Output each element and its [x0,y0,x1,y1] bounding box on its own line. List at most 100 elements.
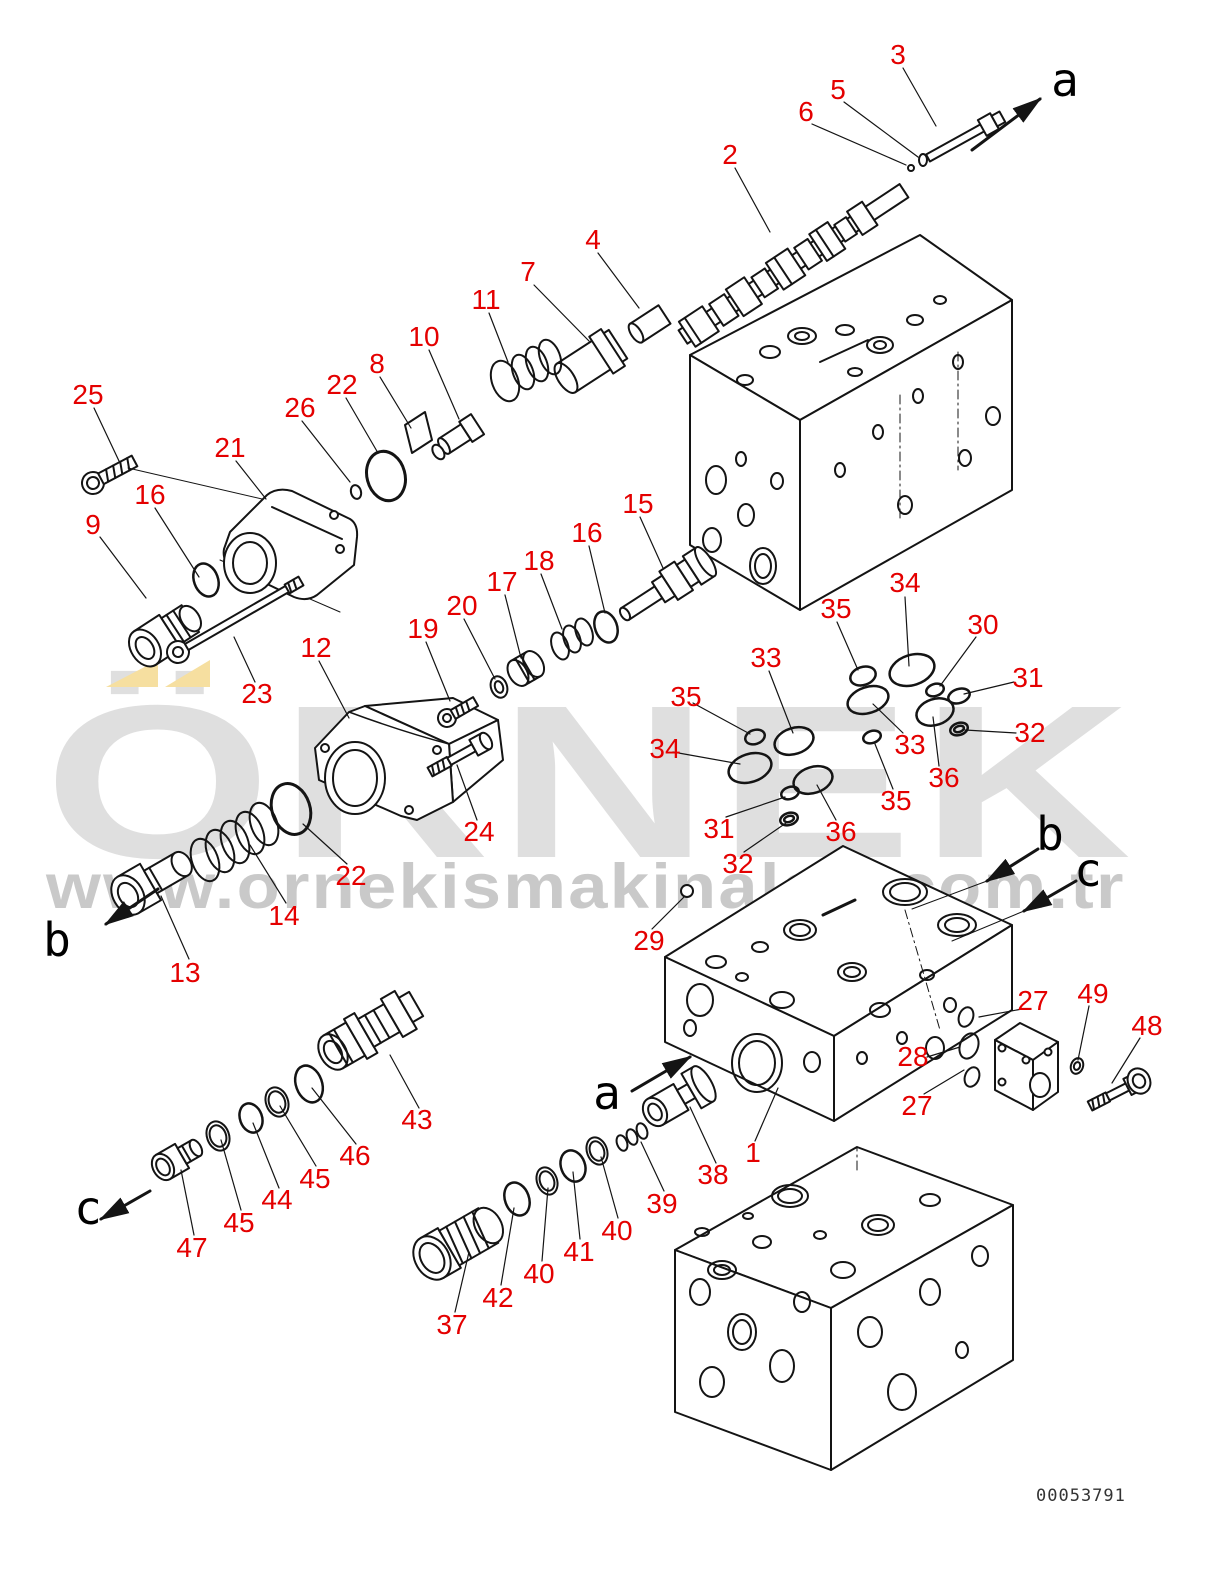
view-label-b: b [1036,807,1064,861]
callout-25: 25 [72,379,104,410]
callout-33: 33 [750,642,782,673]
callout-12: 12 [300,632,332,663]
callout-5: 5 [830,74,846,105]
callout-16: 16 [134,479,166,510]
callout-36: 36 [825,816,857,847]
callout-7: 7 [520,256,536,287]
view-label-a: a [593,1066,621,1120]
callout-6: 6 [798,96,814,127]
leader-lines [93,67,1141,1313]
view-label-c: c [1074,843,1102,897]
callout-14: 14 [268,900,300,931]
callout-34: 34 [649,733,681,764]
right-cover [994,1022,1059,1111]
part-49-washer [1069,1057,1085,1075]
part-40-washer [585,1136,609,1166]
part-38-bushing [641,1065,717,1128]
part-43-valve [317,989,425,1071]
oring-cluster [727,652,971,827]
part-16-oring [192,562,220,598]
callout-11: 11 [471,284,501,315]
part-4-piston [627,304,672,344]
part-18-spring-washers [550,617,594,661]
part-22-oring [269,782,313,836]
part-10-fitting [431,413,486,461]
part-44-oring [238,1102,264,1134]
callout-39: 39 [646,1188,678,1219]
part-14-spring [189,801,280,883]
callout-27: 27 [1017,985,1049,1016]
callout-41: 41 [563,1236,595,1267]
callout-2: 2 [722,139,738,170]
callout-23: 23 [241,678,273,709]
callout-49: 49 [1077,978,1109,1009]
view-label-b: b [43,913,71,967]
callout-19: 19 [407,613,439,644]
callout-28: 28 [897,1041,929,1072]
callout-17: 17 [486,566,518,597]
callout-20: 20 [446,590,478,621]
part-2-spool [677,183,910,348]
part-41-oring [559,1149,587,1183]
part-26-oring [349,484,363,500]
callout-38: 38 [697,1159,729,1190]
callout-3: 3 [890,39,906,70]
callout-18: 18 [523,545,555,576]
callout-37: 37 [436,1309,468,1340]
callout-10: 10 [408,321,440,352]
part-40-washer [535,1166,559,1196]
callout-35: 35 [670,681,702,712]
part-16-oring [593,610,619,644]
callout-31: 31 [703,813,735,844]
callout-16: 16 [571,517,603,548]
upper-valve-block [689,234,1013,611]
callout-42: 42 [482,1282,514,1313]
part-17-nut [506,650,546,687]
callout-8: 8 [369,348,385,379]
part-8-shim [404,411,433,454]
callout-35: 35 [820,593,852,624]
callout-30: 30 [967,609,999,640]
callout-26: 26 [284,392,316,423]
callout-32: 32 [722,848,754,879]
callout-21: 21 [214,432,246,463]
callout-45: 45 [223,1207,255,1238]
part-7-sleeve [553,328,629,394]
part-3-rod [925,110,1007,163]
part-20-washer [489,675,509,699]
part-23-rod [166,575,305,664]
part-37-plug [412,1206,505,1281]
callout-47: 47 [176,1232,208,1263]
part-47-plug [150,1138,204,1182]
part-6-ball [907,164,915,172]
part-46-oring [293,1064,325,1104]
drawing-number: 00053791 [1036,1486,1126,1506]
callout-46: 46 [339,1140,371,1171]
callout-33: 33 [894,729,926,760]
callout-15: 15 [622,488,654,519]
view-arrows [98,97,1078,1221]
part-27-28-orings [957,1006,981,1088]
part-45-backup-ring [264,1086,290,1118]
part-22-oring [365,449,407,503]
part-45-backup-ring [205,1120,231,1152]
part-15-pilot-spool [618,546,718,622]
part-24-bolt [426,731,494,778]
main-valve-body [664,845,1013,1122]
callout-35: 35 [880,785,912,816]
part-13-plug [110,850,193,916]
callout-31: 31 [1012,662,1044,693]
callout-22: 22 [335,860,367,891]
callout-32: 32 [1014,717,1046,748]
callout-40: 40 [601,1215,633,1246]
part-48-bolt [1086,1067,1152,1112]
part-12-cover [314,697,504,821]
part-42-oring [503,1181,531,1217]
part-5-ring [918,153,928,167]
callout-43: 43 [401,1104,433,1135]
callout-36: 36 [928,762,960,793]
view-label-c: c [74,1181,102,1235]
callout-40: 40 [523,1258,555,1289]
